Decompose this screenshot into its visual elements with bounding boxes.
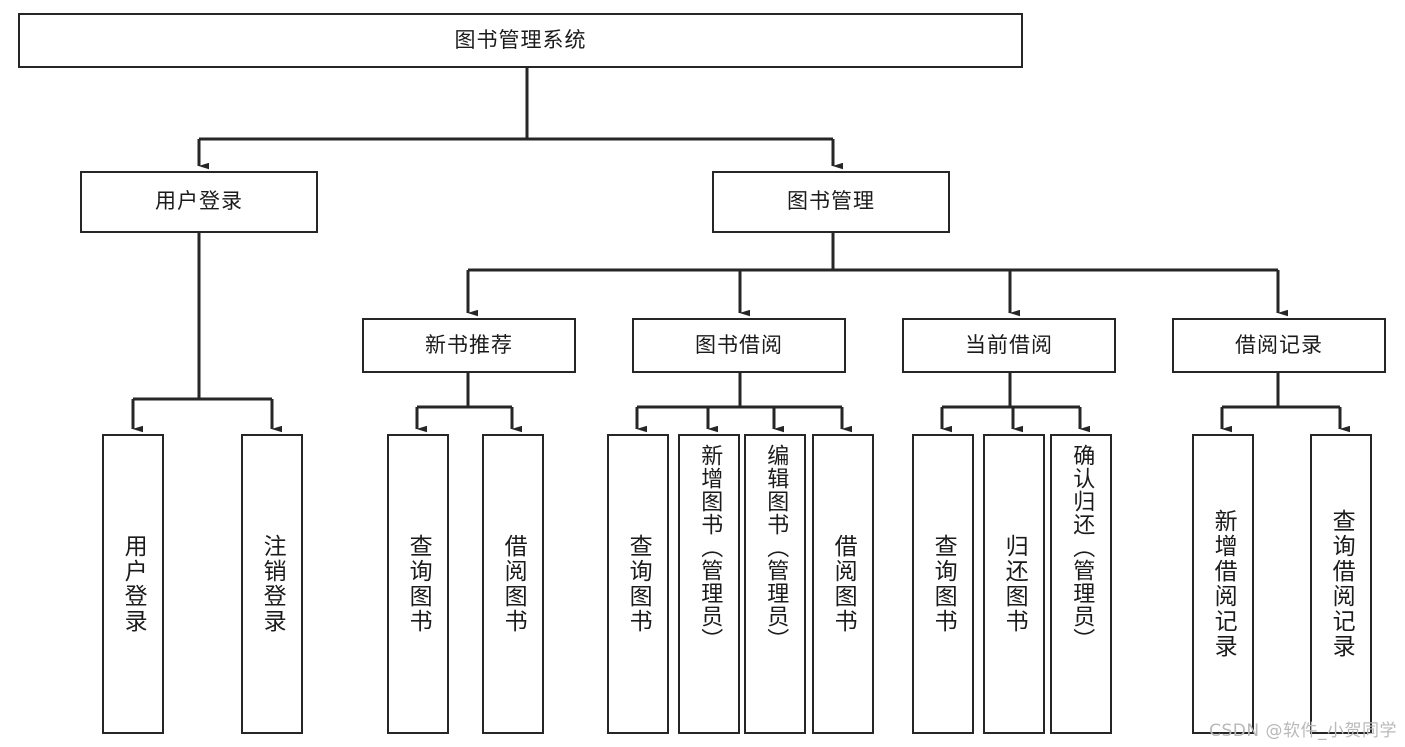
leaf-query-book-current[interactable]: 查询图书 (912, 434, 974, 734)
leaf-query-book-borrow-label: 查询图书 (625, 534, 652, 634)
leaf-user-login[interactable]: 用户登录 (102, 434, 164, 734)
node-book-borrow[interactable]: 图书借阅 (632, 318, 846, 373)
leaf-return-book[interactable]: 归还图书 (983, 434, 1045, 734)
leaf-edit-book-admin-label: 编辑图书（管理员） (763, 444, 789, 651)
leaf-query-borrow-record[interactable]: 查询借阅记录 (1310, 434, 1372, 734)
node-borrow-records-label: 借阅记录 (1235, 332, 1323, 357)
leaf-add-book-admin[interactable]: 新增图书（管理员） (678, 434, 740, 734)
node-book-borrow-label: 图书借阅 (695, 332, 783, 357)
leaf-add-borrow-record[interactable]: 新增借阅记录 (1192, 434, 1254, 734)
leaf-borrow-book[interactable]: 借阅图书 (812, 434, 874, 734)
node-root[interactable]: 图书管理系统 (18, 13, 1023, 68)
leaf-query-borrow-record-label: 查询借阅记录 (1328, 509, 1355, 659)
node-user-login[interactable]: 用户登录 (80, 171, 318, 233)
leaf-confirm-return-admin-label: 确认归还（管理员） (1069, 444, 1095, 651)
node-user-login-label: 用户登录 (155, 189, 243, 214)
leaf-query-book-recommend-label: 查询图书 (405, 534, 432, 634)
leaf-edit-book-admin[interactable]: 编辑图书（管理员） (744, 434, 806, 734)
leaf-borrow-book-recommend[interactable]: 借阅图书 (482, 434, 544, 734)
leaf-query-book-recommend[interactable]: 查询图书 (387, 434, 449, 734)
node-current-borrow[interactable]: 当前借阅 (902, 318, 1116, 373)
node-new-book-recommend[interactable]: 新书推荐 (362, 318, 576, 373)
leaf-user-logout[interactable]: 注销登录 (241, 434, 303, 734)
node-book-management-label: 图书管理 (787, 189, 875, 214)
node-book-management[interactable]: 图书管理 (712, 171, 950, 233)
leaf-add-borrow-record-label: 新增借阅记录 (1210, 509, 1237, 659)
node-borrow-records[interactable]: 借阅记录 (1172, 318, 1386, 373)
leaf-confirm-return-admin[interactable]: 确认归还（管理员） (1050, 434, 1112, 734)
leaf-add-book-admin-label: 新增图书（管理员） (697, 444, 723, 651)
leaf-borrow-book-recommend-label: 借阅图书 (500, 534, 527, 634)
leaf-user-login-label: 用户登录 (120, 534, 147, 634)
node-root-label: 图书管理系统 (454, 27, 587, 52)
leaf-query-book-borrow[interactable]: 查询图书 (607, 434, 669, 734)
node-current-borrow-label: 当前借阅 (965, 332, 1053, 357)
leaf-user-logout-label: 注销登录 (259, 534, 286, 634)
leaf-query-book-current-label: 查询图书 (930, 534, 957, 634)
leaf-return-book-label: 归还图书 (1001, 534, 1028, 634)
leaf-borrow-book-label: 借阅图书 (830, 534, 857, 634)
node-new-book-recommend-label: 新书推荐 (425, 332, 513, 357)
